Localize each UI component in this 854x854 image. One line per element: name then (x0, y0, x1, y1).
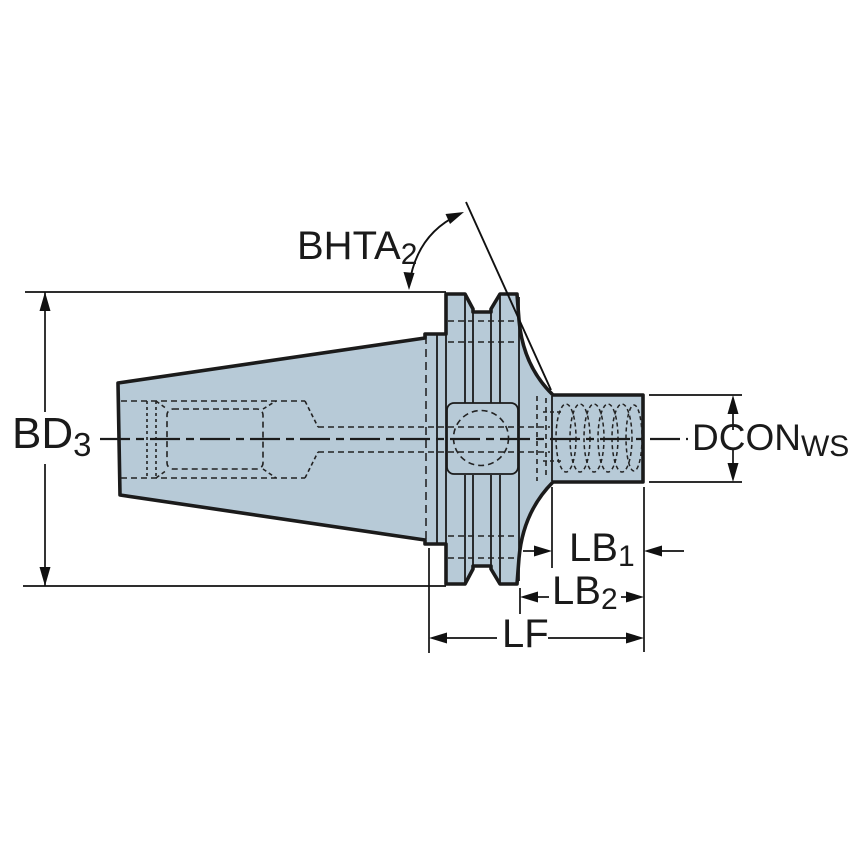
arrow-left (644, 545, 662, 557)
label-lf: LF (502, 614, 549, 654)
center-lines (100, 336, 688, 543)
dimension-dcon (649, 394, 742, 483)
label-lb1-text: LB (569, 526, 618, 570)
label-lb2-text: LB (552, 569, 601, 613)
dimension-bd3 (23, 291, 446, 587)
arc-arrow-bottom (403, 272, 415, 290)
label-bd3-text: BD (12, 409, 74, 458)
angle-reference-line (465, 201, 552, 391)
label-lb1-subscript: 1 (617, 540, 635, 573)
arrow-right (626, 591, 644, 603)
dimensions (23, 201, 742, 653)
label-dcon-text: DCON (692, 417, 801, 458)
arc-arrow-top (445, 212, 464, 224)
arrow-right (534, 545, 552, 557)
body-outline (116, 292, 645, 586)
label-lf-text: LF (502, 612, 549, 656)
label-bhta2-text: BHTA (297, 224, 401, 268)
arrow-right (626, 632, 644, 644)
arrow-up (39, 292, 51, 311)
label-lb2-subscript: 2 (600, 583, 618, 616)
label-bhta2-subscript: 2 (400, 238, 418, 271)
arrow-left (429, 632, 447, 644)
dimension-lb1 (523, 545, 684, 557)
arrow-left (520, 591, 538, 603)
label-bd3-subscript: 3 (73, 426, 92, 463)
arrow-up (727, 395, 739, 414)
label-dcon-subscript: WS (800, 430, 850, 463)
hidden-bore-lines (121, 320, 561, 559)
dimension-bhta2 (403, 201, 552, 391)
arrow-down (39, 567, 51, 586)
dimension-lb2 (520, 591, 644, 603)
arrow-down (727, 463, 739, 482)
dimension-lf (429, 632, 644, 644)
